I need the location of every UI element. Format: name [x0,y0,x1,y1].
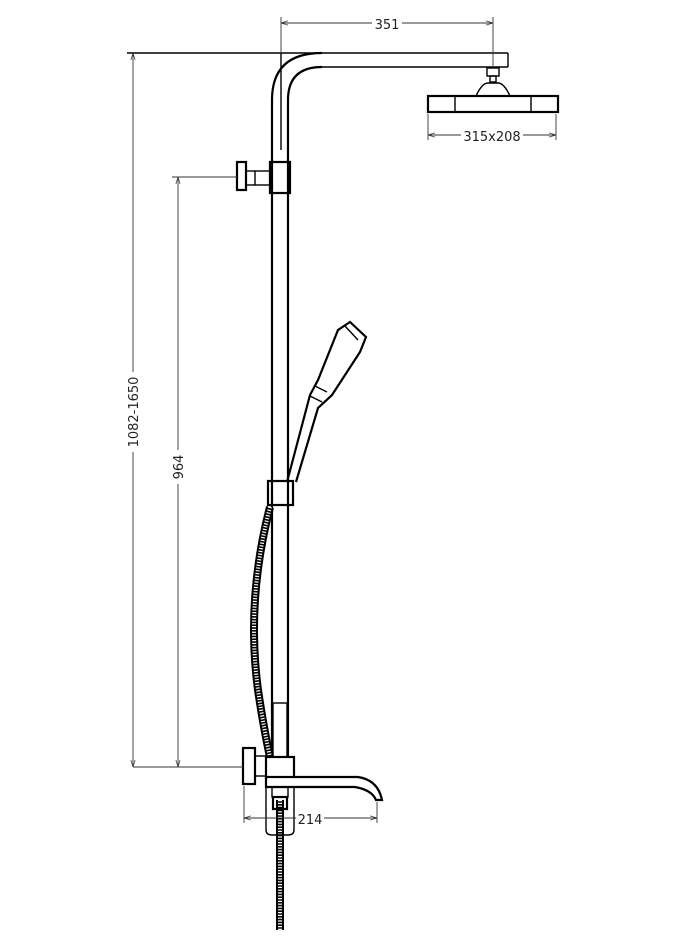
dimension-spout-length: 214 [243,786,378,828]
spout-length-label: 214 [298,813,323,828]
outlet-height-label: 964 [172,455,187,480]
bath-mixer [133,746,384,836]
slide-bracket [266,479,295,507]
dimension-height-range: 1082-1650 [126,53,142,767]
overhead-arm [127,51,509,101]
shower-hose [250,506,284,930]
dimension-arm-length: 351 [280,16,494,68]
dimension-outlet-height: 964 [171,177,187,767]
arm-length-label: 351 [375,18,400,33]
dimension-head-size: 315x208 [427,114,557,145]
riser-pipe [270,53,290,758]
wall-bracket-upper [172,160,292,195]
head-size-label: 315x208 [463,130,520,145]
height-range-label: 1082-1650 [127,377,142,448]
hand-shower [285,320,368,483]
overhead-shower-head [426,67,560,114]
